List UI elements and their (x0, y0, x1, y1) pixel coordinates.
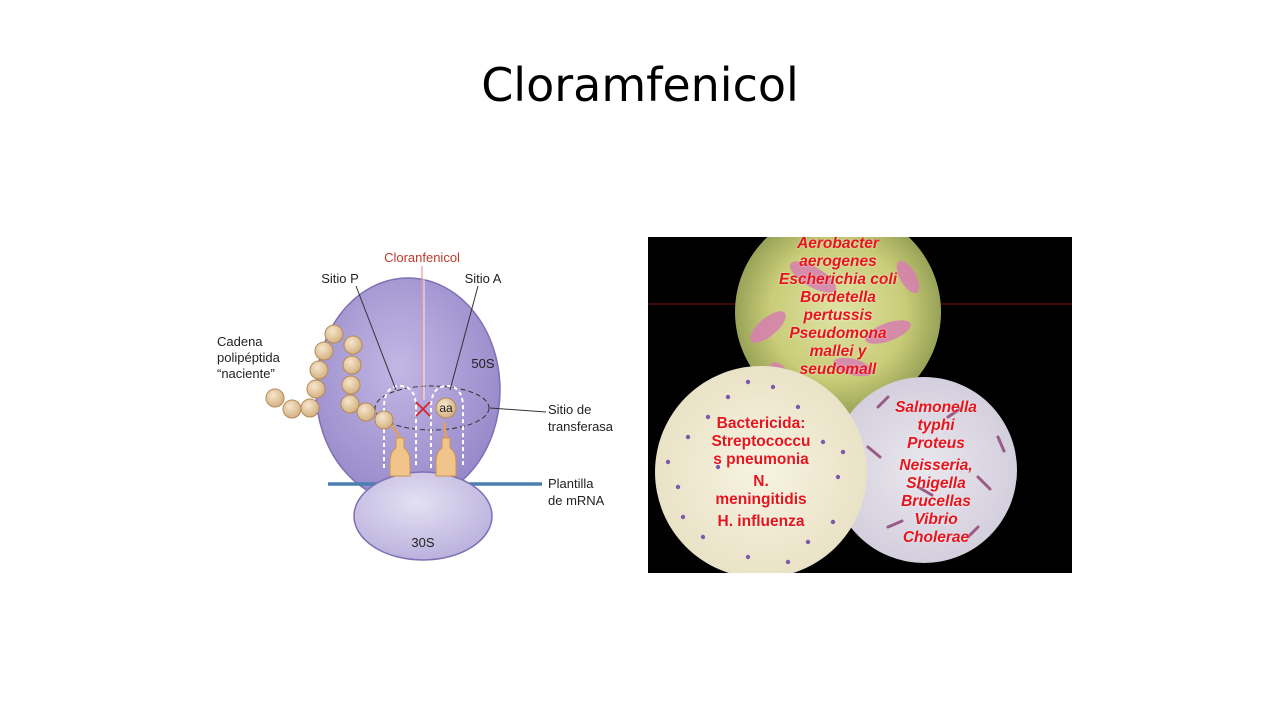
top-circle-line: seudomall (799, 361, 877, 378)
right-circle-labels: Salmonella typhi Proteus Neisseria, Shig… (878, 399, 994, 547)
transferase-label-line: transferasa (548, 419, 614, 434)
p-site-outline (383, 384, 417, 468)
a-trna-stem (442, 421, 448, 439)
top-circle-line: Pseudomona (789, 325, 887, 342)
large-subunit-label: 50S (471, 356, 494, 371)
bacteria-micrograph-circles (648, 237, 1072, 573)
chain-label: Cadena polipéptida “naciente” (217, 334, 284, 381)
mrna-label: Plantilla de mRNA (548, 476, 605, 508)
top-circle-line: Bordetella (800, 289, 876, 306)
block-mark-b (415, 401, 431, 417)
p-site-pointer (355, 285, 397, 391)
transferase-label-line: Sitio de (548, 402, 591, 417)
top-circle-line: pertussis (803, 307, 873, 324)
slide-title: Cloramfenicol (481, 58, 799, 112)
transferase-pointer (489, 407, 547, 413)
top-circle-line: Escherichia coli (778, 271, 898, 288)
small-subunit (353, 471, 493, 561)
right-circle-line: Vibrio (914, 511, 958, 528)
aa-label: aa (439, 401, 453, 415)
left-circle-line: N. (753, 473, 769, 490)
a-site-outline (430, 384, 464, 468)
chain-label-line: polipéptida (217, 350, 281, 365)
amino-acid-bead (435, 397, 457, 419)
right-circle-line: typhi (917, 417, 955, 434)
left-circle-line: H. influenza (717, 513, 805, 530)
micrograph-right (831, 377, 1017, 563)
right-circle-line: Cholerae (902, 529, 970, 546)
p-site-trna (389, 437, 411, 477)
bacteria-image-panel: Aerobacter aerogenes Escherichia coli Bo… (648, 237, 1072, 573)
mrna-label-line: Plantilla (548, 476, 594, 491)
a-site-label: Sitio A (465, 271, 502, 286)
small-subunit-label: 30S (411, 535, 434, 550)
left-circle-line: Streptococcu (711, 433, 811, 450)
right-circle-line: Neisseria, (899, 457, 973, 474)
right-circle-line: Shigella (906, 475, 966, 492)
chain-label-line: “naciente” (217, 366, 275, 381)
left-circle-line: s pneumonia (713, 451, 809, 468)
transferase-label: Sitio de transferasa (548, 402, 614, 434)
chain-label-line: Cadena (217, 334, 263, 349)
top-circle-line: Aerobacter (797, 237, 879, 252)
top-circle-labels: Aerobacter aerogenes Escherichia coli Bo… (756, 237, 920, 379)
ribosome-diagram: aa Cloranfenicol Sitio P Sitio A 50S 30S… (217, 250, 614, 561)
mrna-label-line: de mRNA (548, 493, 605, 508)
polypeptide-chain (265, 324, 394, 430)
right-circle-line: Salmonella (895, 399, 977, 416)
left-circle-labels: Bactericida: Streptococcu s pneumonia N.… (668, 415, 854, 531)
a-site-trna (435, 437, 457, 477)
right-circle-line: Brucellas (901, 493, 971, 510)
right-circle-line: Proteus (907, 435, 965, 452)
left-circle-line: Bactericida: (716, 415, 806, 432)
top-circle-line: aerogenes (799, 253, 877, 270)
p-site-label: Sitio P (321, 271, 359, 286)
purple-rod-bacteria (866, 395, 1006, 539)
purple-cocci (665, 379, 846, 565)
a-site-pointer (449, 285, 479, 391)
antibiotic-label: Cloranfenicol (384, 250, 460, 265)
left-circle-line: meningitidis (715, 491, 807, 508)
top-circle-line: mallei y (809, 343, 867, 360)
